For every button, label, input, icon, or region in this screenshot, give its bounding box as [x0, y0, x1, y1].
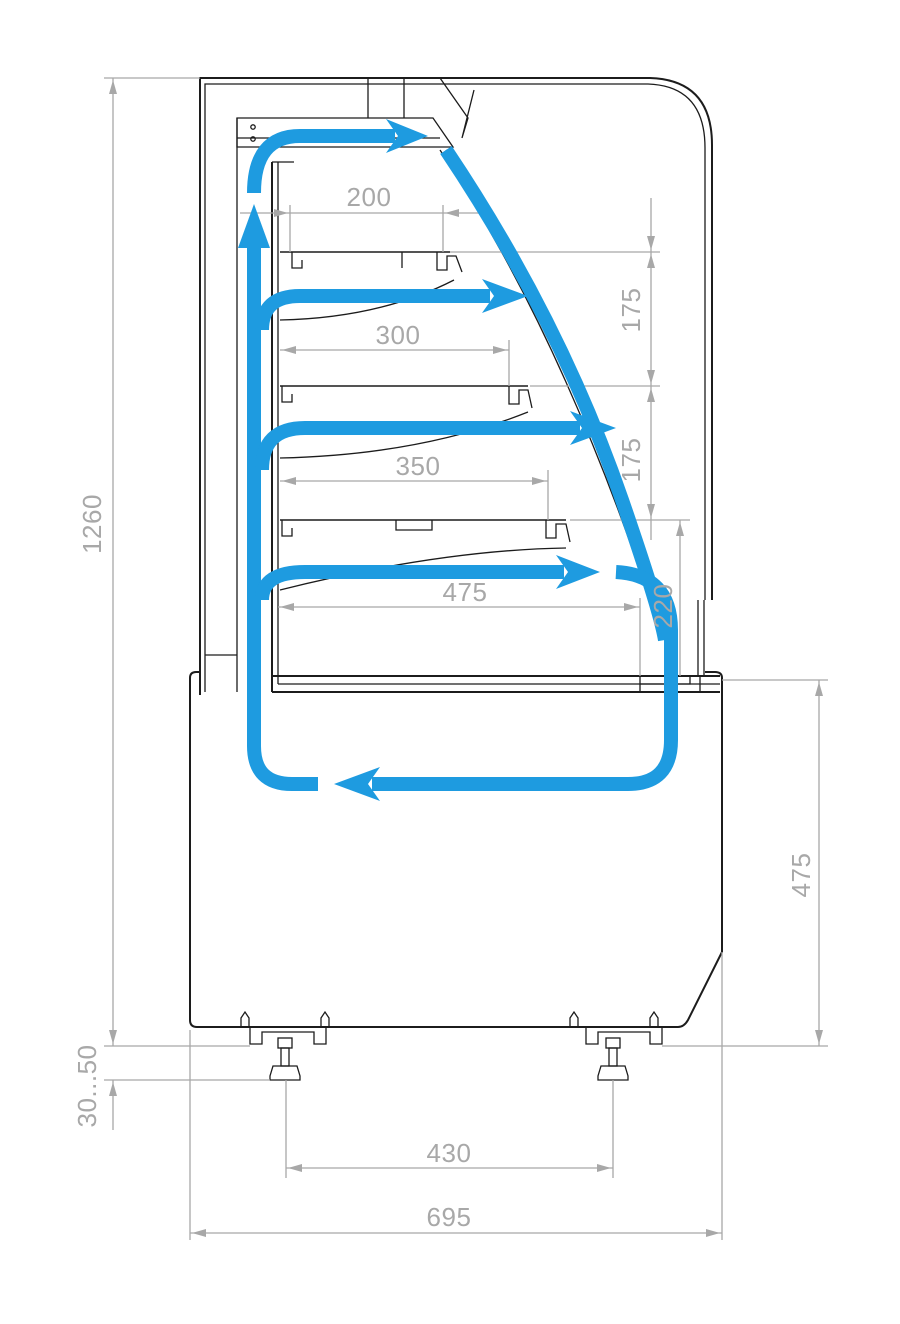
dimension-lines [104, 77, 828, 1240]
dimension-labels: 1260 30...50 475 430 695 200 300 350 475… [72, 182, 816, 1232]
label-shelf-top-depth: 200 [347, 182, 392, 212]
label-shelf-gap-lower: 220 [648, 584, 678, 629]
label-total-height: 1260 [77, 494, 107, 554]
shelf-top [279, 251, 463, 321]
airflow-glass-curtain [440, 146, 672, 642]
label-shelf-third-depth: 350 [396, 451, 441, 481]
airflow-bottom-arrowhead [334, 767, 380, 801]
label-shelf-second-depth: 300 [376, 320, 421, 350]
leveling-foot-left [269, 1037, 301, 1081]
leveling-foot-right [597, 1037, 629, 1081]
airflow-branch-second-arrowhead [570, 411, 616, 445]
airflow-branch-top-arrowhead [482, 279, 528, 313]
shelf-third [279, 519, 571, 591]
label-bottom-depth: 475 [443, 577, 488, 607]
label-total-depth: 695 [427, 1202, 472, 1232]
airflow-bottom-return [372, 565, 678, 791]
airflow-top-arrowhead [386, 119, 428, 153]
airflow-top-curtain [247, 129, 395, 194]
label-base-height: 475 [786, 853, 816, 898]
airflow-return-loop [247, 235, 318, 791]
label-shelf-gap-upper: 175 [616, 288, 646, 333]
airflow-branch-shelf-third [255, 565, 564, 601]
label-foot-spacing: 430 [427, 1138, 472, 1168]
label-shelf-gap-middle: 175 [616, 438, 646, 483]
airflow-up-arrowhead [238, 204, 270, 248]
airflow-branch-third-arrowhead [556, 555, 600, 589]
airflow-arrows [238, 119, 678, 801]
airflow-branch-shelf-top [255, 289, 490, 331]
label-foot-adjust: 30...50 [72, 1044, 102, 1127]
airflow-branch-shelf-second [255, 421, 580, 471]
